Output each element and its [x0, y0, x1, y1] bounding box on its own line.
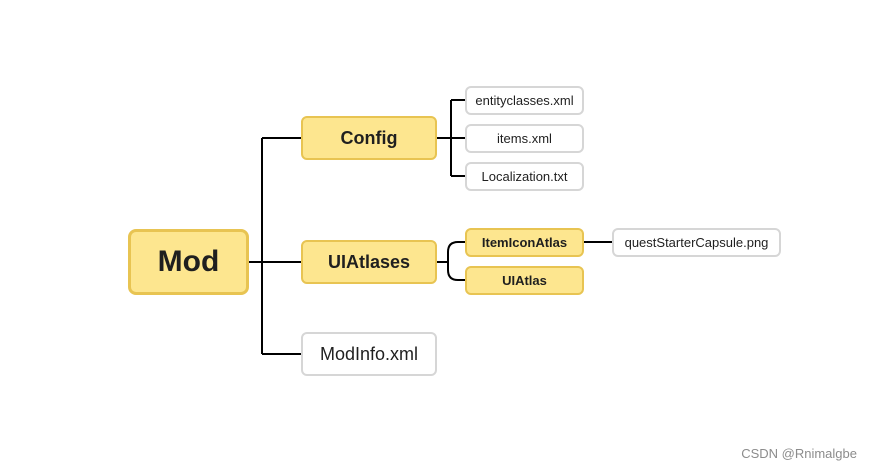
- connector-to-uiatlas: [447, 262, 465, 281]
- node-localization-txt: Localization.txt: [465, 162, 584, 191]
- node-mod: Mod: [128, 229, 249, 295]
- watermark: CSDN @Rnimalgbe: [741, 446, 857, 461]
- connector-config-trunk: [437, 100, 452, 176]
- node-itemiconatlas: ItemIconAtlas: [465, 228, 584, 257]
- connector-to-itemiconatlas: [447, 241, 465, 262]
- node-uiatlas: UIAtlas: [465, 266, 584, 295]
- node-items-label: items.xml: [497, 131, 552, 146]
- node-uiatlas-label: UIAtlas: [502, 273, 547, 288]
- node-modinfo: ModInfo.xml: [301, 332, 437, 376]
- node-uiatlases: UIAtlases: [301, 240, 437, 284]
- node-mod-label: Mod: [157, 245, 220, 278]
- node-modinfo-label: ModInfo.xml: [319, 343, 419, 364]
- node-localization-label: Localization.txt: [481, 169, 568, 184]
- node-config: Config: [301, 116, 437, 160]
- node-config-label: Config: [340, 127, 398, 148]
- node-entityclasses-xml: entityclasses.xml: [465, 86, 584, 115]
- connector-mod-trunk: [249, 138, 263, 354]
- node-entityclasses-label: entityclasses.xml: [475, 93, 574, 108]
- node-itemiconatlas-label: ItemIconAtlas: [481, 235, 568, 250]
- node-items-xml: items.xml: [465, 124, 584, 153]
- node-quest-starter-capsule-png: questStarterCapsule.png: [612, 228, 781, 257]
- node-uiatlases-label: UIAtlases: [327, 251, 411, 272]
- node-quest-label: questStarterCapsule.png: [624, 235, 769, 250]
